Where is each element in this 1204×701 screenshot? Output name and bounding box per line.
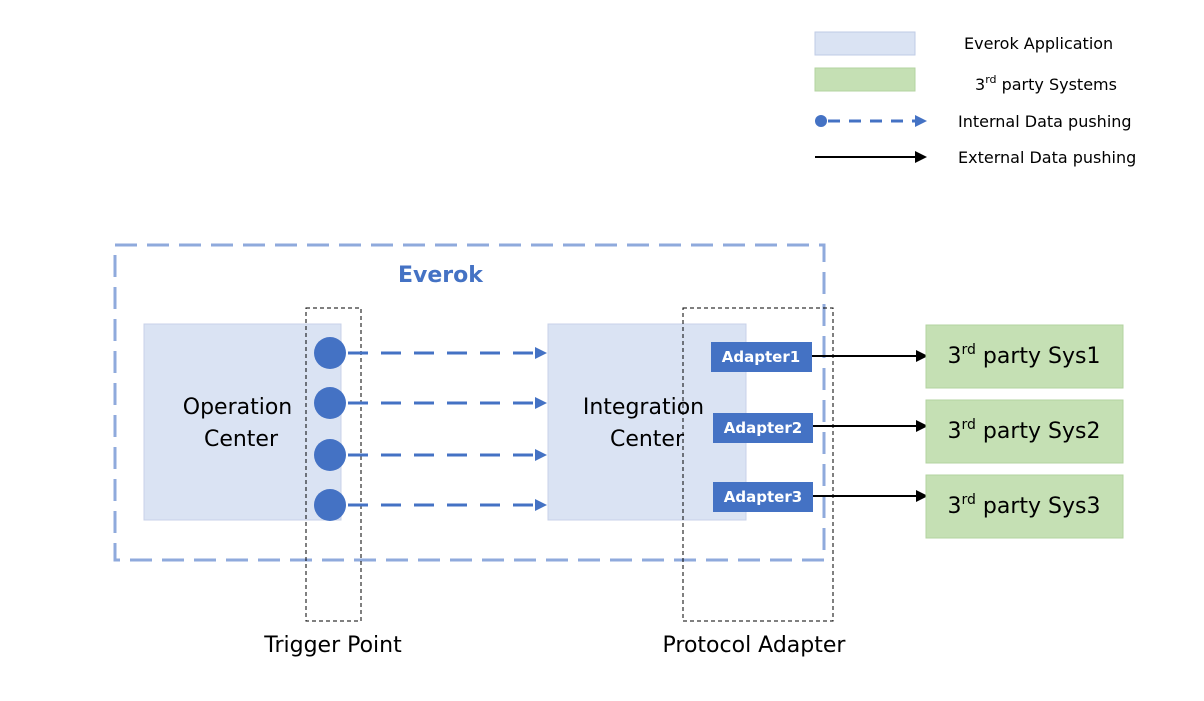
legend-everok-label: Everok Application: [964, 34, 1113, 53]
trigger-3: [314, 439, 547, 471]
third-party-system-label: 3rd party Sys1: [948, 342, 1101, 369]
legend-third-party-swatch: [814, 67, 916, 92]
third-party-system-label: 3rd party Sys3: [948, 492, 1101, 519]
operation-center-box: [143, 323, 342, 521]
adapter-box: [713, 482, 813, 512]
legend: Everok Application 3rd party Systems Int…: [814, 31, 1136, 167]
trigger-2: [314, 387, 547, 419]
legend-third-party-label: 3rd party Systems: [975, 73, 1117, 94]
adapter-label: Adapter3: [724, 488, 802, 506]
protocol-adapter-caption: Protocol Adapter: [663, 633, 847, 658]
trigger-4: [314, 489, 547, 521]
adapter-label: Adapter1: [722, 348, 800, 366]
third-party-system-box: [925, 474, 1124, 539]
adapter-label: Adapter2: [724, 419, 802, 437]
everok-title: Everok: [398, 263, 484, 288]
legend-external-label: External Data pushing: [958, 148, 1136, 167]
trigger-dot: [314, 489, 346, 521]
integration-center-label: Integration Center: [583, 395, 711, 452]
adapter-row-2: Adapter2 3rd party Sys2: [713, 399, 1124, 464]
adapter-box: [711, 342, 812, 372]
legend-internal-label: Internal Data pushing: [958, 112, 1132, 131]
adapter-box: [713, 413, 813, 443]
third-party-system-box: [925, 324, 1124, 389]
trigger-dot: [314, 387, 346, 419]
everok-boundary: [113, 243, 826, 562]
legend-internal-dot: [815, 115, 827, 127]
adapter-row-1: Adapter1 3rd party Sys1: [711, 324, 1124, 389]
third-party-system-label: 3rd party Sys2: [948, 417, 1101, 444]
trigger-point-caption: Trigger Point: [263, 633, 402, 658]
operation-center-label: Operation Center: [183, 395, 299, 452]
trigger-dot: [314, 439, 346, 471]
trigger-1: [314, 337, 547, 369]
trigger-point-box: [305, 307, 362, 622]
third-party-system-box: [925, 399, 1124, 464]
adapter-row-3: Adapter3 3rd party Sys3: [713, 474, 1124, 539]
trigger-dot: [314, 337, 346, 369]
legend-everok-swatch: [814, 31, 916, 56]
